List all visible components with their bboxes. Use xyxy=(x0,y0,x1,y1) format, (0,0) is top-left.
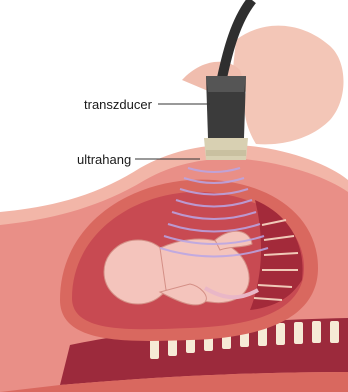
transducer-probe xyxy=(204,76,248,160)
ultrasound-label: ultrahang xyxy=(77,152,131,167)
hand xyxy=(232,26,344,145)
transducer-label: transzducer xyxy=(84,97,152,112)
